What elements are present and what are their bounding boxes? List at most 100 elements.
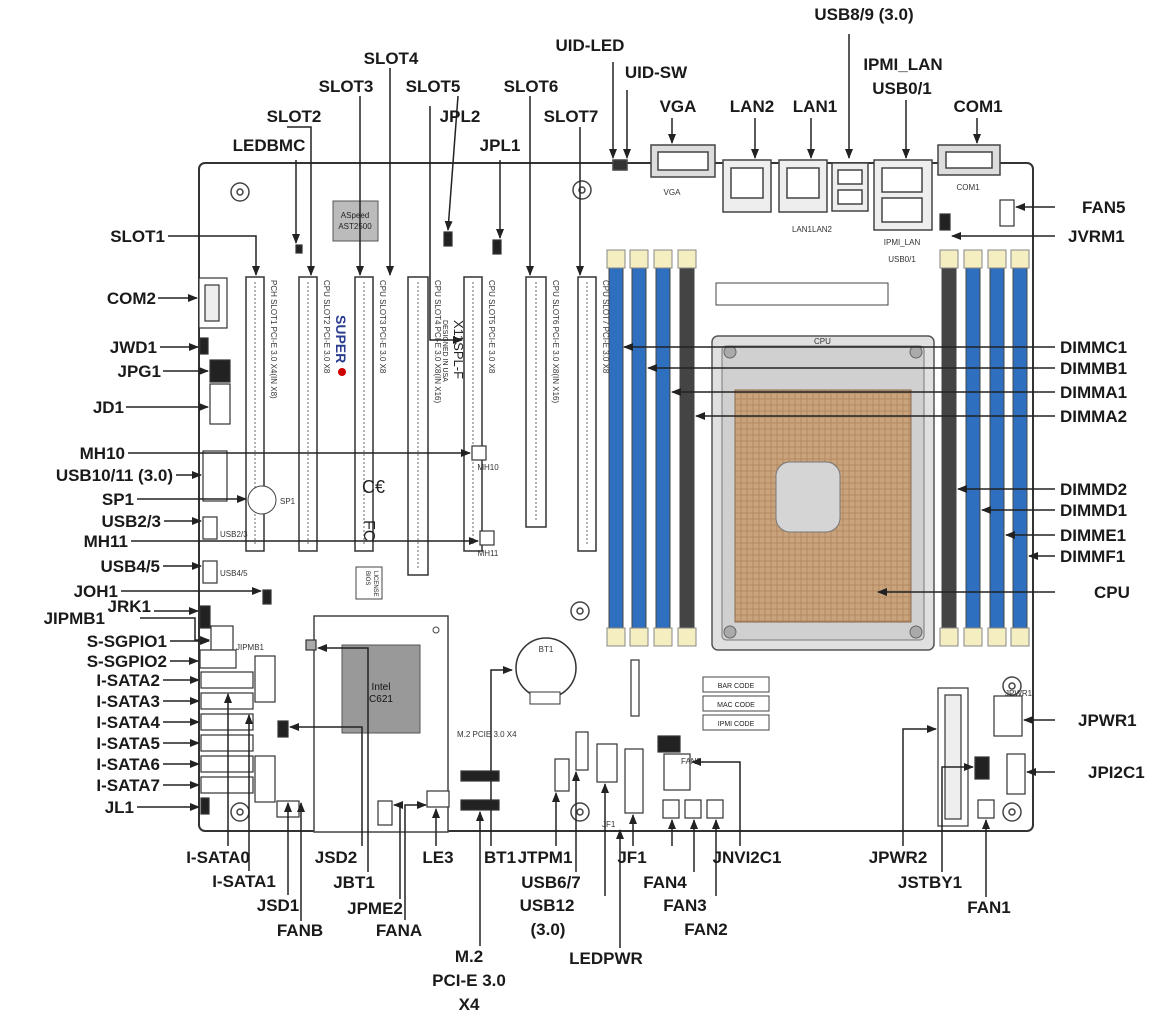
callout-le3: LE3 bbox=[422, 848, 454, 867]
callout-bt1: BT1 bbox=[483, 848, 517, 867]
callout-isata6: I-SATA6 bbox=[96, 755, 160, 774]
ipmi-silk: IPMI_LAN bbox=[884, 238, 921, 247]
barcode-labels bbox=[702, 676, 770, 731]
callout-isata5: I-SATA5 bbox=[96, 734, 160, 753]
sata-connectors bbox=[200, 671, 254, 815]
mh10-silk: MH10 bbox=[477, 463, 499, 472]
jpwr1-silk: JPWR1 bbox=[1005, 689, 1033, 698]
slot1-silk: PCH SLOT1 PCI-E 3.0 X4(IN X8) bbox=[269, 280, 278, 399]
callout-jstby1: JSTBY1 bbox=[897, 873, 963, 892]
callout-ipmi-lan: IPMI_LAN bbox=[863, 55, 943, 74]
callout-jpl2: JPL2 bbox=[439, 107, 481, 126]
usb23-silk: USB2/3 bbox=[220, 530, 248, 539]
callout-jsd2: JSD2 bbox=[314, 848, 358, 867]
callout-ledpwr: LEDPWR bbox=[569, 949, 643, 968]
callout-usb45: USB4/5 bbox=[100, 557, 160, 576]
pch-line2: C621 bbox=[369, 694, 393, 705]
bt1-silk: BT1 bbox=[539, 645, 554, 654]
callout-slot2: SLOT2 bbox=[266, 107, 322, 126]
jipmb-silk: JIPMB1 bbox=[236, 643, 265, 652]
callout-slot1: SLOT1 bbox=[110, 227, 165, 246]
callout-m2-line1: M.2 bbox=[454, 947, 484, 966]
callout-fana: FANA bbox=[375, 921, 423, 940]
callout-jsd1: JSD1 bbox=[256, 896, 300, 915]
callout-jipmb1: JIPMB1 bbox=[43, 609, 105, 628]
callout-cpu: CPU bbox=[1094, 583, 1130, 602]
callout-ledbmc: LEDBMC bbox=[232, 136, 306, 155]
callout-usb67: USB6/7 bbox=[521, 873, 581, 892]
callout-dimmd1: DIMMD1 bbox=[1060, 501, 1128, 520]
slot5-silk: CPU SLOT5 PCI-E 3.0 X8 bbox=[487, 280, 496, 374]
callout-usb01: USB0/1 bbox=[872, 79, 932, 98]
callout-dimmb1: DIMMB1 bbox=[1060, 359, 1128, 378]
slot4-silk: CPU SLOT4 PCI-E 3.0 X8(IN X16) bbox=[433, 280, 442, 403]
callout-jnvi2c1: JNVI2C1 bbox=[712, 848, 782, 867]
callout-jbt1: JBT1 bbox=[333, 873, 375, 892]
callout-isata3: I-SATA3 bbox=[96, 692, 160, 711]
uid-switch bbox=[612, 159, 628, 171]
slot3-silk: CPU SLOT3 PCI-E 3.0 X8 bbox=[378, 280, 387, 374]
callout-fan4: FAN4 bbox=[643, 873, 687, 892]
pch-chip-die bbox=[341, 644, 421, 734]
model-sub-silk: DESIGNED IN USA bbox=[441, 320, 448, 382]
pcie-slots bbox=[245, 276, 597, 576]
callout-fan3: FAN3 bbox=[663, 896, 707, 915]
pcie-slot-inner bbox=[254, 282, 588, 570]
callout-usb89: USB8/9 (3.0) bbox=[814, 5, 914, 24]
callout-usb1011: USB10/11 (3.0) bbox=[55, 466, 173, 485]
callout-vga: VGA bbox=[659, 97, 697, 116]
callout-dimmd2: DIMMD2 bbox=[1060, 480, 1128, 499]
callout-uid-led: UID-LED bbox=[555, 36, 625, 55]
bmc-chip-line1: ASpeed bbox=[341, 211, 369, 220]
cpu-socket bbox=[711, 335, 935, 651]
bios-line2: LICENSE bbox=[372, 571, 378, 597]
callout-jpl1: JPL1 bbox=[479, 136, 521, 155]
callout-fan2: FAN2 bbox=[684, 920, 728, 939]
callout-jf1: JF1 bbox=[617, 848, 647, 867]
usb45-silk: USB4/5 bbox=[220, 569, 248, 578]
rear-io bbox=[612, 144, 1001, 231]
bios-line1: BIOS bbox=[364, 571, 370, 585]
callout-joh1: JOH1 bbox=[73, 582, 118, 601]
slot2-silk: CPU SLOT2 PCI-E 3.0 X8 bbox=[322, 280, 331, 374]
dimm-latches bbox=[606, 249, 1030, 647]
callout-uid-sw: UID-SW bbox=[624, 63, 688, 82]
leader-lines bbox=[121, 34, 1055, 948]
callout-jpi2c1: JPI2C1 bbox=[1088, 763, 1145, 782]
callout-fanb: FANB bbox=[276, 921, 324, 940]
callout-fan5: FAN5 bbox=[1082, 198, 1126, 217]
brand-logo-dot bbox=[338, 368, 346, 376]
callout-slot6: SLOT6 bbox=[503, 77, 559, 96]
jf1-silk: JF1 bbox=[602, 820, 616, 829]
callout-dimmc1: DIMMC1 bbox=[1060, 338, 1128, 357]
ce-mark: C€ bbox=[362, 477, 385, 497]
callout-mh10: MH10 bbox=[79, 444, 125, 463]
callout-isata1: I-SATA1 bbox=[212, 872, 276, 891]
callout-jd1: JD1 bbox=[92, 398, 124, 417]
ipmi-code-label: IPMI CODE bbox=[718, 721, 755, 728]
pch-line1: Intel bbox=[372, 682, 391, 693]
mh11-silk: MH11 bbox=[478, 549, 499, 558]
callout-dimmf1: DIMMF1 bbox=[1060, 547, 1126, 566]
slot7-silk: CPU SLOT7 PCI-E 3.0 X8 bbox=[601, 280, 610, 374]
callout-ssgpio1: S-SGPIO1 bbox=[86, 632, 167, 651]
callout-dimme1: DIMME1 bbox=[1060, 526, 1127, 545]
cpu-silk: CPU bbox=[814, 337, 831, 346]
callout-jtpm1: JTPM1 bbox=[517, 848, 573, 867]
m2-silk: M.2 PCIE 3.0 X4 bbox=[457, 730, 517, 739]
brand-logo: SUPER bbox=[333, 315, 349, 363]
callout-sp1: SP1 bbox=[101, 490, 134, 509]
callout-com2: COM2 bbox=[106, 289, 156, 308]
callout-jpwr1: JPWR1 bbox=[1078, 711, 1137, 730]
usb01-silk: USB0/1 bbox=[888, 255, 916, 264]
callout-isata7: I-SATA7 bbox=[96, 776, 160, 795]
callout-usb12-line2: (3.0) bbox=[530, 920, 566, 939]
com1-silk: COM1 bbox=[956, 183, 980, 192]
slot-silkscreen: PCH SLOT1 PCI-E 3.0 X4(IN X8) CPU SLOT2 … bbox=[269, 280, 610, 403]
callout-slot7: SLOT7 bbox=[543, 107, 599, 126]
fc-mark: FC bbox=[360, 520, 377, 541]
callout-usb12-line1: USB12 bbox=[519, 896, 575, 915]
left-headers bbox=[198, 277, 276, 803]
callout-jl1: JL1 bbox=[104, 798, 134, 817]
